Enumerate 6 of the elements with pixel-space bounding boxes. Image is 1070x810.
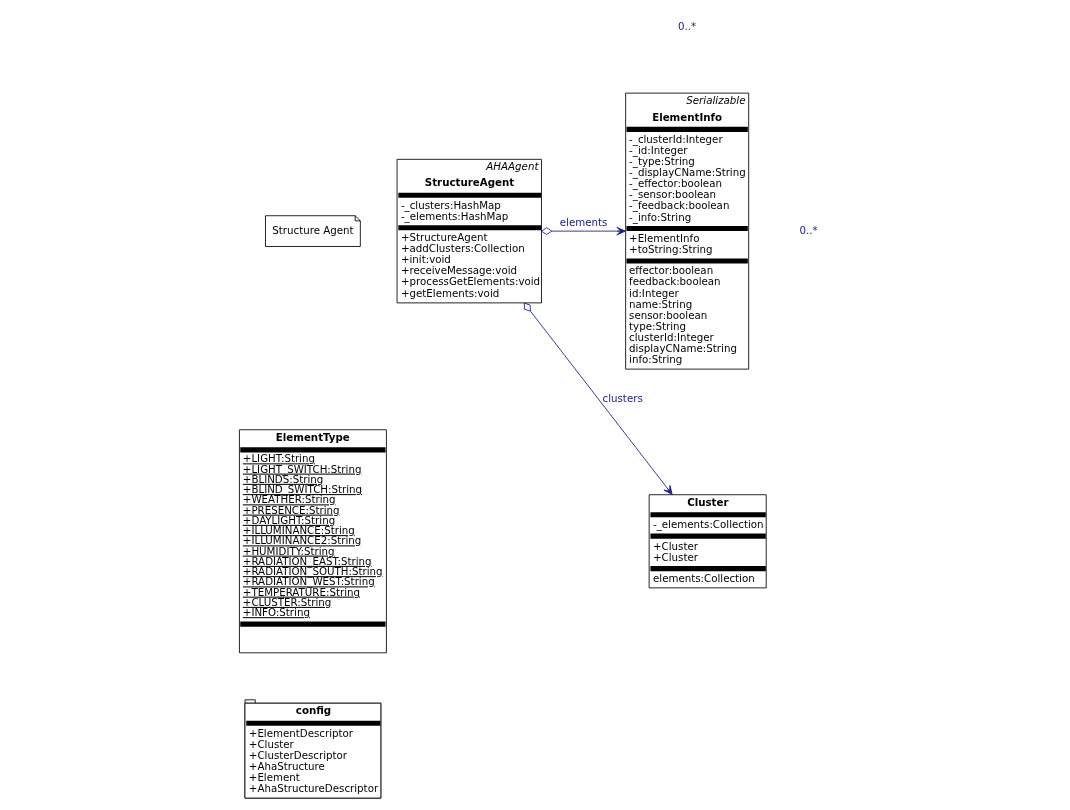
edge-label: clusters [602, 392, 643, 405]
edge-label: elements [559, 215, 607, 228]
label: 0..* [677, 19, 696, 32]
arrow [523, 302, 673, 495]
label: 0..* [798, 223, 818, 236]
arrow [540, 226, 626, 236]
